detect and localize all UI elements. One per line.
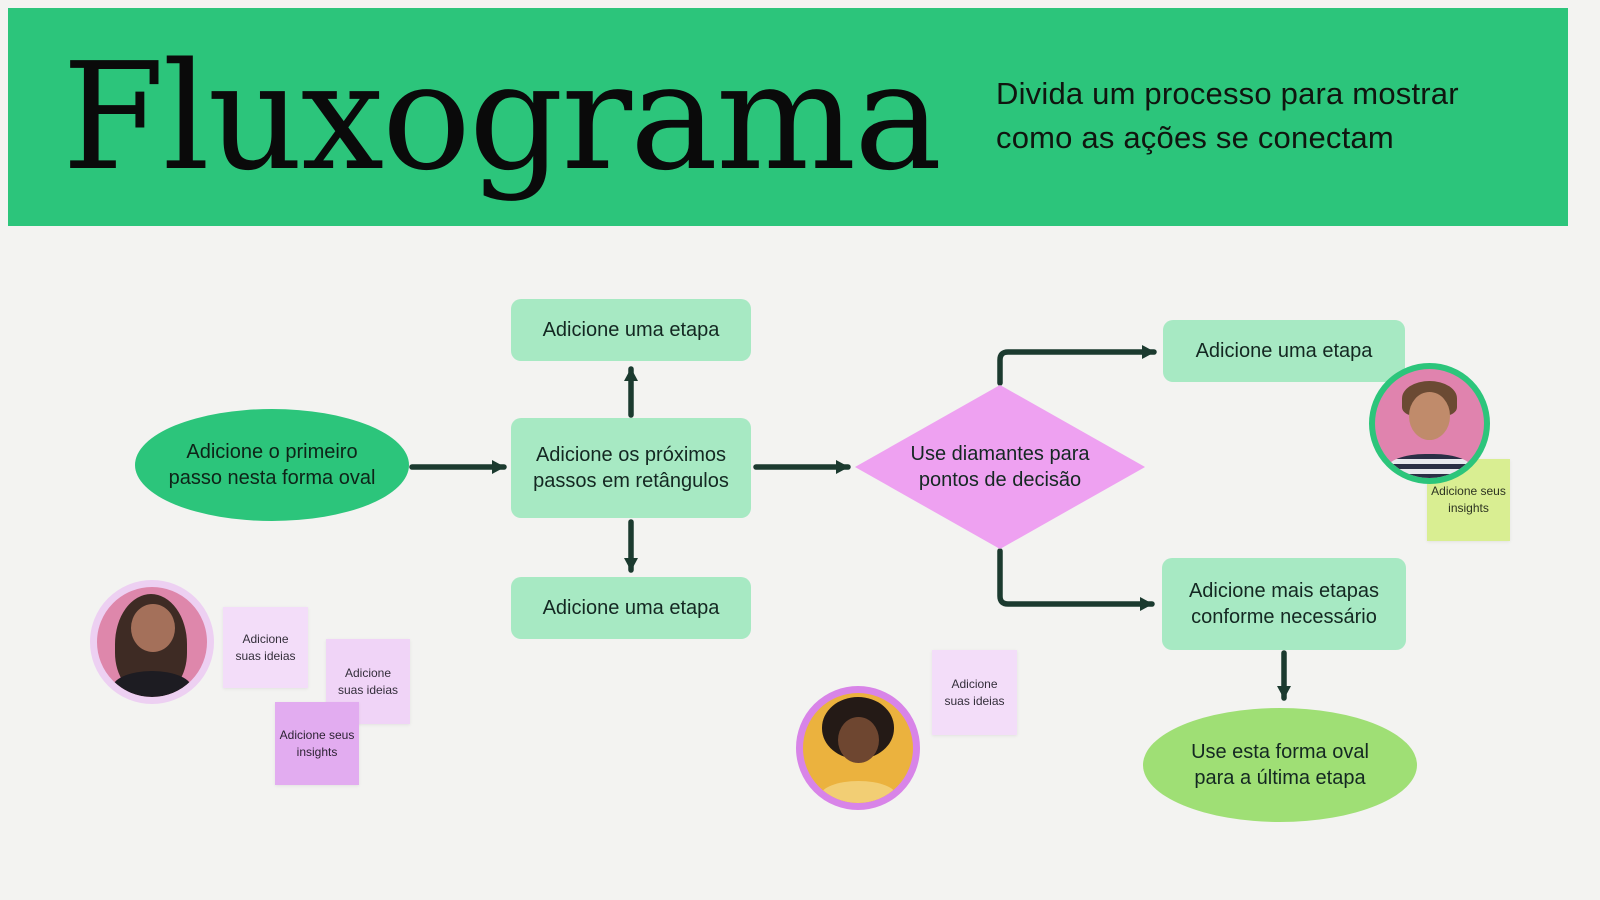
avatar-face — [1408, 391, 1451, 440]
subtitle-line-1: Divida um processo para mostrar — [996, 76, 1459, 111]
end-oval-line-1: Use esta forma oval — [1191, 740, 1369, 763]
avatar-man-pink[interactable] — [1369, 363, 1490, 484]
avatar-woman-yellow[interactable] — [796, 686, 920, 810]
step-top-label: Adicione uma etapa — [542, 318, 720, 341]
page-subtitle: Divida um processo para mostrar como as … — [996, 72, 1459, 160]
step-right-top-label: Adicione uma etapa — [1195, 339, 1373, 362]
step-right-top-node[interactable]: Adicione uma etapa — [1163, 320, 1405, 382]
start-oval-node[interactable]: Adicione o primeiro passo nesta forma ov… — [135, 409, 409, 521]
start-oval-line-2: passo nesta forma oval — [168, 467, 376, 489]
subtitle-line-2: como as ações se conectam — [996, 120, 1394, 156]
step-bottom-node[interactable]: Adicione uma etapa — [511, 577, 751, 639]
step-main-node[interactable]: Adicione os próximos passos em retângulo… — [511, 418, 751, 518]
avatar-face — [131, 603, 176, 652]
page-title: Fluxograma — [62, 31, 942, 203]
step-bottom-label: Adicione uma etapa — [542, 596, 720, 619]
sticky-note-ideas-left-1[interactable]: Adicione suas ideias — [223, 607, 308, 688]
avatar-torso-striped-shirt — [1386, 454, 1472, 478]
avatar-photo — [97, 587, 207, 697]
avatar-woman-pink[interactable] — [90, 580, 214, 704]
step-main-line-1: Adicione os próximos — [535, 443, 727, 466]
end-oval-node[interactable]: Use esta forma oval para a última etapa — [1143, 708, 1417, 822]
decision-diamond-node[interactable]: Use diamantes para pontos de decisão — [855, 385, 1145, 549]
sticky-note-insights-left[interactable]: Adicione seus insights — [275, 702, 359, 785]
end-oval-line-2: para a última etapa — [1194, 767, 1366, 789]
note-line: Adicione — [951, 676, 998, 691]
sticky-note-ideas-middle[interactable]: Adicione suas ideias — [932, 650, 1017, 735]
avatar-torso — [819, 781, 897, 803]
note-line: suas ideias — [337, 682, 399, 697]
start-oval-line-1: Adicione o primeiro — [186, 440, 358, 463]
note-line: Adicione — [344, 665, 392, 680]
note-line: suas ideias — [235, 648, 296, 663]
avatar-photo — [803, 693, 913, 803]
connector-decision-to-right-top — [997, 345, 1157, 386]
connector-decision-to-right-more — [997, 548, 1155, 611]
note-line: suas ideias — [944, 693, 1005, 708]
step-main-line-2: passos em retângulos — [533, 470, 729, 492]
decision-line-1: Use diamantes para — [910, 442, 1090, 465]
step-top-node[interactable]: Adicione uma etapa — [511, 299, 751, 361]
note-line: insights — [1448, 501, 1489, 515]
step-right-more-line-2: conforme necessário — [1191, 606, 1377, 628]
avatar-face — [838, 717, 879, 764]
avatar-torso — [112, 670, 192, 697]
avatar-photo — [1375, 369, 1484, 478]
step-right-more-line-1: Adicione mais etapas — [1188, 579, 1380, 602]
step-right-more-node[interactable]: Adicione mais etapas conforme necessário — [1162, 558, 1406, 650]
note-line: Adicione seus — [1431, 484, 1506, 499]
header-band: Fluxograma Divida um processo para mostr… — [8, 8, 1568, 226]
note-line: insights — [296, 744, 338, 759]
note-line: Adicione seus — [279, 727, 355, 742]
note-line: Adicione — [242, 631, 289, 646]
decision-line-2: pontos de decisão — [918, 469, 1082, 491]
